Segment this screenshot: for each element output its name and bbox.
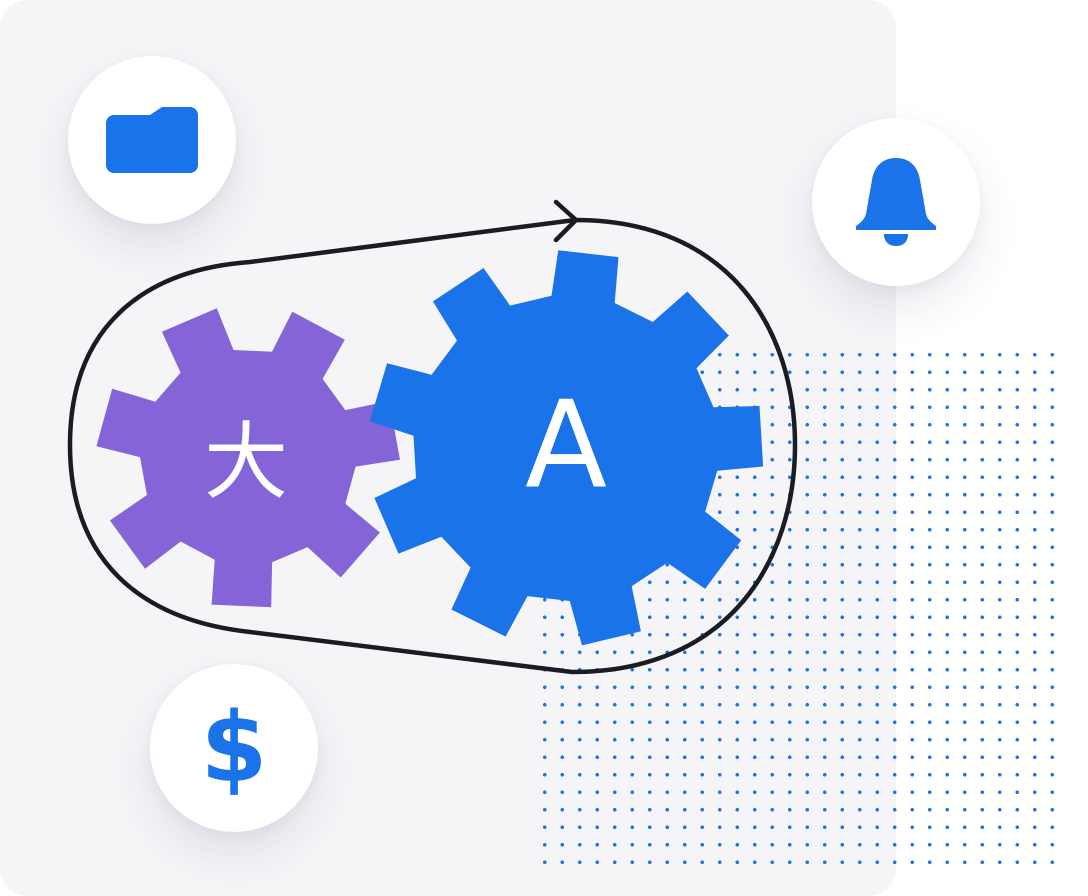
loop-outline	[67, 217, 798, 675]
bell-icon	[856, 158, 936, 246]
loop-arrow-icon	[553, 199, 579, 243]
gear-small-label: 大	[204, 413, 288, 511]
dollar-icon: $	[200, 692, 268, 804]
gear-large-label: A	[525, 377, 607, 516]
bell-badge	[812, 118, 980, 286]
gear-small-icon: 大	[96, 308, 401, 608]
dollar-badge: $	[150, 664, 318, 832]
folder-badge	[68, 56, 236, 224]
gear-large-icon: A	[369, 250, 764, 646]
folder-icon	[106, 107, 198, 173]
